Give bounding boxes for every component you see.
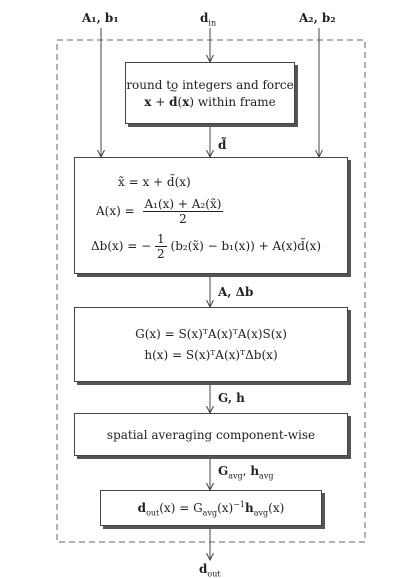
label-G-h: G, h: [218, 391, 245, 405]
eq-d-out: dout(x) = Gavg(x)−1havg(x): [137, 500, 285, 518]
eq-A-average: A(x) = A₁(x) + A₂(x̃) 2: [96, 197, 224, 226]
label-A-db: A, Δb: [218, 285, 254, 299]
box4-text: spatial averaging component-wise: [106, 427, 316, 442]
label-Gavg-havg: Gavg, havg: [218, 464, 274, 481]
input-A2-b2: A₂, b₂: [299, 11, 336, 25]
eq-delta-b: Δb(x) = − 1 2 (b₂(x̃) − b₁(x)) + A(x)d̃(…: [91, 232, 322, 261]
box1-line2: x + d(x) within frame: [144, 86, 275, 109]
box-compute-G-h: G(x) = S(x)ᵀA(x)ᵀA(x)S(x) h(x) = S(x)ᵀA(…: [74, 307, 348, 382]
box-compute-d-out: dout(x) = Gavg(x)−1havg(x): [100, 490, 322, 526]
input-A1-b1: A₁, b₁: [82, 11, 119, 25]
box-compute-A-db: [74, 157, 348, 274]
eq-G: G(x) = S(x)ᵀA(x)ᵀA(x)S(x): [135, 327, 287, 341]
output-d-out: dout: [199, 562, 221, 578]
dashed-frame: [56, 39, 366, 543]
label-d-tilde: d̃: [218, 138, 227, 152]
box1-line1: round to integers and force: [126, 77, 294, 92]
input-d-in: din: [200, 11, 217, 28]
box-spatial-averaging: spatial averaging component-wise: [74, 413, 348, 456]
eq-h: h(x) = S(x)ᵀA(x)ᵀΔb(x): [144, 348, 278, 362]
box-round-and-force: round to integers and force x + d(x) wit…: [125, 62, 295, 124]
eq-x-tilde: x̃ = x + d̃(x): [118, 175, 191, 189]
